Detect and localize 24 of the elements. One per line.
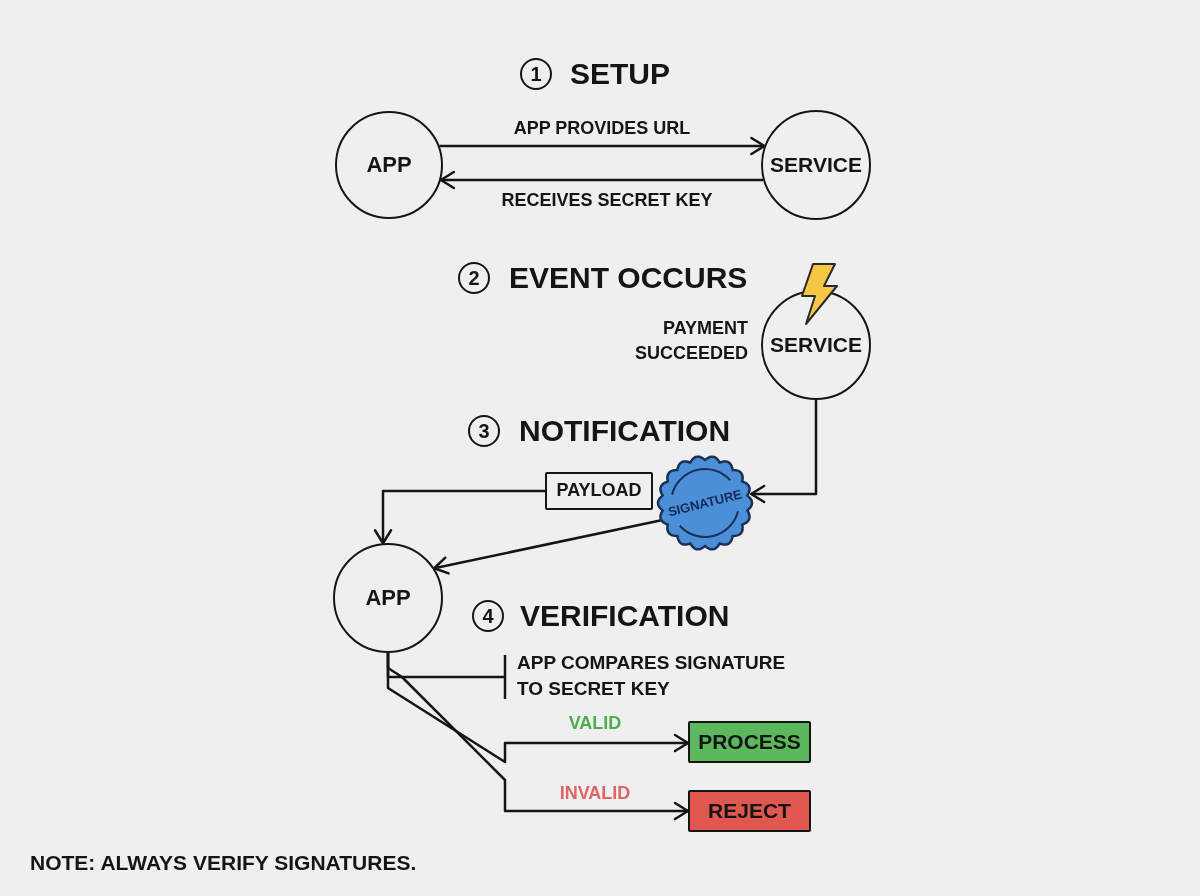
outcome-box: REJECT [688,790,811,832]
step-number: 1 [520,58,552,90]
arrow [749,400,818,504]
service-circle: SERVICE [761,110,871,220]
signature-seal [656,454,754,552]
node-caption: PAYMENT SUCCEEDED [633,317,748,365]
step-heading: EVENT OCCURS [509,263,748,293]
note-text: NOTE: ALWAYS VERIFY SIGNATURES. [30,851,417,873]
app-circle: APP [335,111,443,219]
arrow [386,653,690,821]
payload-box: PAYLOAD [545,472,653,510]
arrow [439,170,764,190]
step-number: 2 [458,262,490,294]
arrow [439,136,766,156]
step-description: APP COMPARES SIGNATURE TO SECRET KEY [505,650,805,702]
step-heading: SETUP [570,59,671,89]
arrow [373,489,545,545]
app-circle: APP [333,543,443,653]
step-heading: NOTIFICATION [519,416,731,446]
step-number: 3 [468,415,500,447]
step-heading: VERIFICATION [520,601,730,631]
arrow [433,519,662,575]
step-number: 4 [472,600,504,632]
outcome-box: PROCESS [688,721,811,763]
